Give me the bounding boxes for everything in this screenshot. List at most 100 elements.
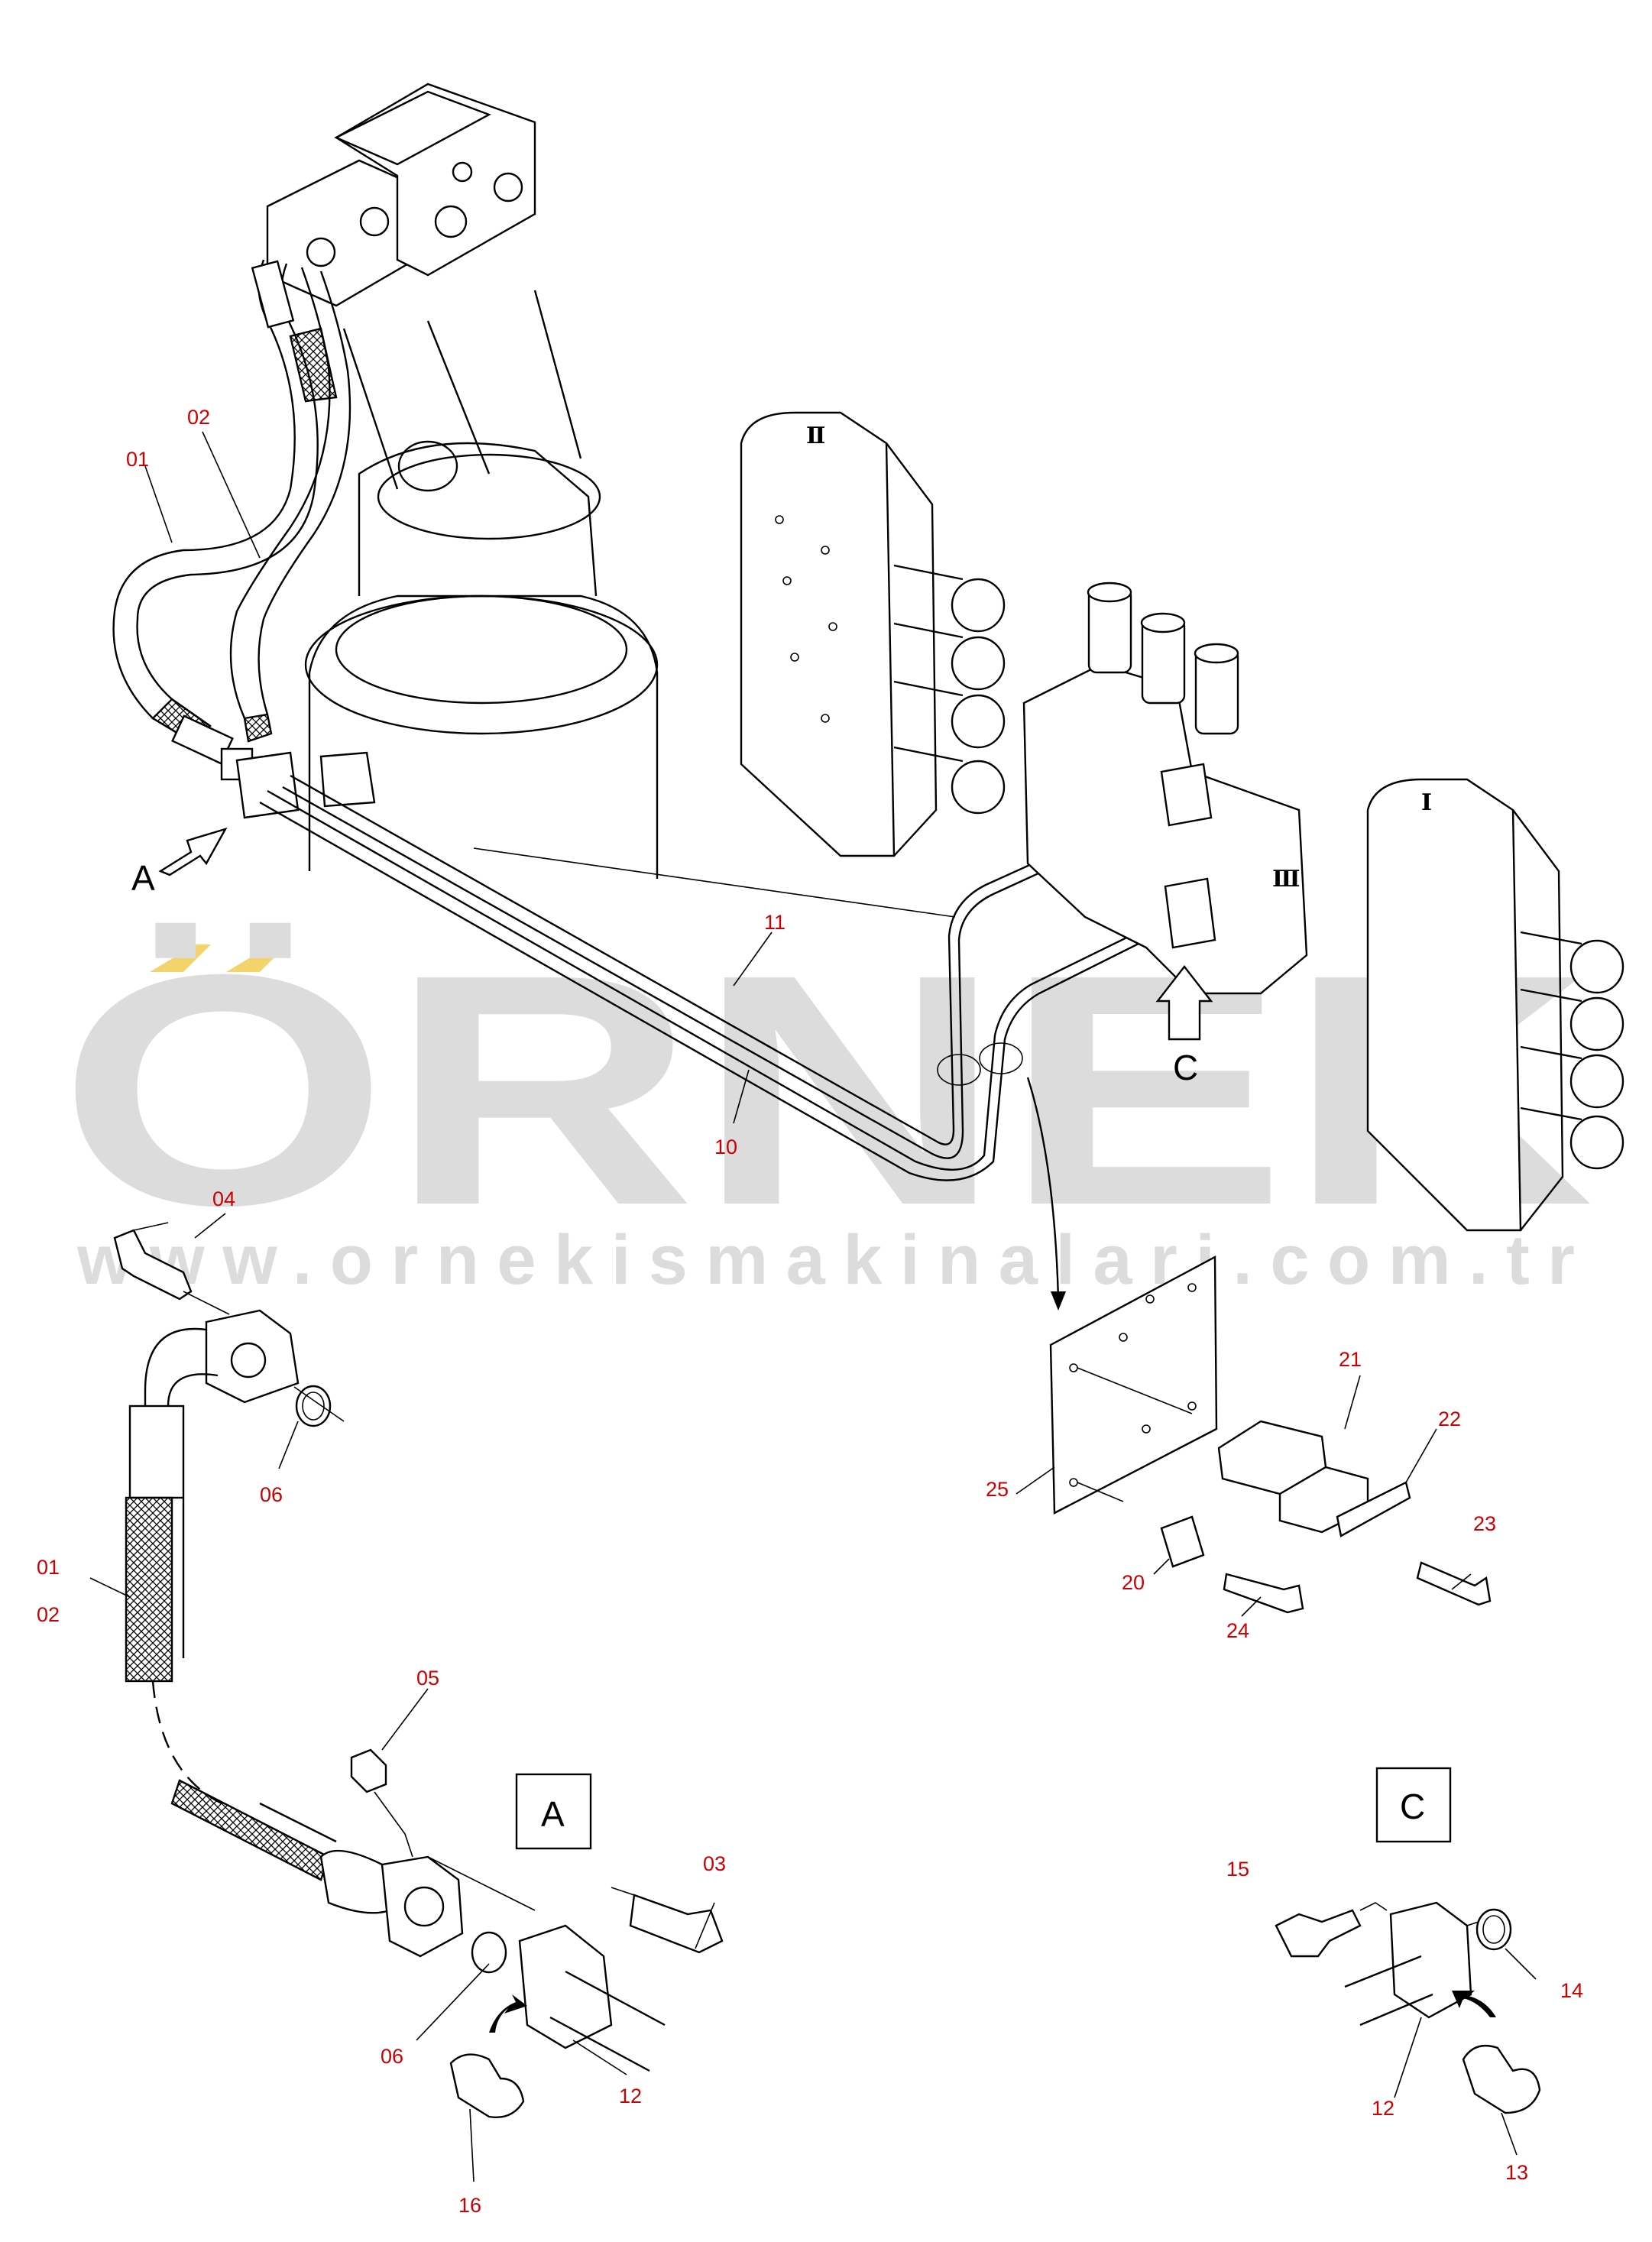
valve-spools [893,564,1006,815]
callout-21: 21 [1339,1348,1362,1371]
rotation-arrow-c [1452,1991,1496,2017]
valve-port-flange [1160,763,1213,827]
split-flange-12-c [1389,1901,1472,2019]
valve-body [740,411,896,857]
callout-12-a: 12 [619,2085,642,2108]
hose-sleeve-a [319,1849,391,1914]
callout-23: 23 [1473,1512,1496,1535]
bolt-23 [1416,1561,1492,1606]
hose-elbow [144,1327,219,1407]
callout-16: 16 [458,2194,481,2217]
tube-assembly [259,774,1185,1181]
manifold-port [306,237,336,267]
spacer-sleeve [1160,1515,1205,1568]
tube-10-a [259,801,1185,1181]
valve-side [1512,809,1564,1231]
watermark-brand: ÖRNEK [58,907,1594,1274]
watermark-umlaut-left [150,944,211,972]
callout-04: 04 [212,1187,235,1210]
control-valve-right: Ⅰ [1366,778,1624,1232]
callout-02-detail: 02 [37,1603,60,1626]
tube-clamp-bracket [1049,1255,1492,1614]
detail-c-label: C [1400,1787,1425,1826]
rotary-joint-assembly [266,83,659,879]
valve-port-flange [1164,877,1216,949]
bolt-04 [113,1229,193,1301]
tube-stub-c [1344,1955,1433,2027]
hose-braid [243,713,273,743]
o-ring-06 [295,1385,332,1427]
hose-assembly-main [112,259,376,819]
valve-section-label: Ⅲ [1272,867,1301,892]
hose-braid [289,327,338,403]
hose-01-inner [136,263,319,727]
detail-c-frame [1375,1767,1452,1843]
split-flange [235,751,300,819]
plug-16 [449,2053,525,2118]
bracket-leader-arrowhead [1051,1291,1066,1311]
view-arrow-a-label: A [131,858,155,898]
tube-clamp-ring [979,1042,1023,1074]
callout-01-detail: 01 [37,1556,60,1579]
detail-c: C [1275,1767,1541,2114]
valve-section-label: Ⅰ [1421,790,1432,815]
detail-a-frame [515,1773,592,1850]
valve-side [886,442,938,857]
callout-13: 13 [1505,2161,1528,2184]
callout-25: 25 [986,1478,1009,1501]
callout-14: 14 [1560,1979,1583,2002]
callout-02: 02 [187,406,210,429]
split-flange-12-a [518,1924,613,2049]
watermark-umlaut-right [226,944,287,972]
rotation-arrow-a [489,1994,527,2033]
view-arrow-c-label: C [1173,1048,1198,1087]
tube-11-a [282,786,1177,1159]
bracket-leader-curve [1026,1077,1060,1300]
flange-detail [205,1309,300,1404]
plug-13 [1462,2044,1541,2114]
leader-lines [89,431,1537,2182]
tube-11-b [290,774,1177,1145]
hose-flange-a [381,1855,464,1958]
o-ring-14 [1475,1908,1512,1951]
tube-10-b [267,789,1185,1171]
callout-01: 01 [126,448,149,471]
valve-section-label: Ⅱ [806,423,825,449]
callout-24: 24 [1226,1619,1249,1642]
bolt-24 [1223,1573,1304,1614]
callout-06: 06 [260,1483,283,1506]
manifold-plug [493,172,523,202]
mounting-plate [1049,1255,1218,1515]
clamp-plate [1336,1481,1411,1537]
callout-20: 20 [1122,1571,1145,1594]
leader-line [473,847,956,918]
nut-05 [350,1748,387,1793]
bolt-03 [629,1894,724,1954]
hose-braid-detail [125,1496,173,1683]
base-cylinder [308,595,659,879]
tube-stub-a [549,1970,666,2072]
callouts: 01 02 11 10 04 06 01 02 05 03 06 12 16 2… [37,406,1583,2217]
hose-02-inner [258,271,351,715]
hose-fitting [251,260,295,329]
hose-sleeve [128,1404,185,1499]
view-arrow-c-shape [1155,965,1213,1041]
base-ring [335,595,628,705]
fitting-detail [113,1222,345,1805]
callout-10: 10 [714,1136,737,1158]
callout-05: 05 [416,1667,439,1690]
view-arrow-a-shape [158,828,228,876]
control-valve-left: Ⅱ [740,411,1006,857]
callout-12-c: 12 [1372,2097,1394,2120]
detail-a: A [170,1748,724,2118]
view-arrow-c: C [1155,965,1213,1087]
callout-11: 11 [764,911,786,934]
control-valve-middle: Ⅲ [1022,582,1308,995]
callout-03: 03 [703,1852,726,1875]
top-valve-block [334,90,491,166]
bolt-15 [1275,1909,1362,1958]
motor-collar [377,453,601,540]
motor-neck [342,290,582,490]
valve-spools [1520,931,1624,1170]
